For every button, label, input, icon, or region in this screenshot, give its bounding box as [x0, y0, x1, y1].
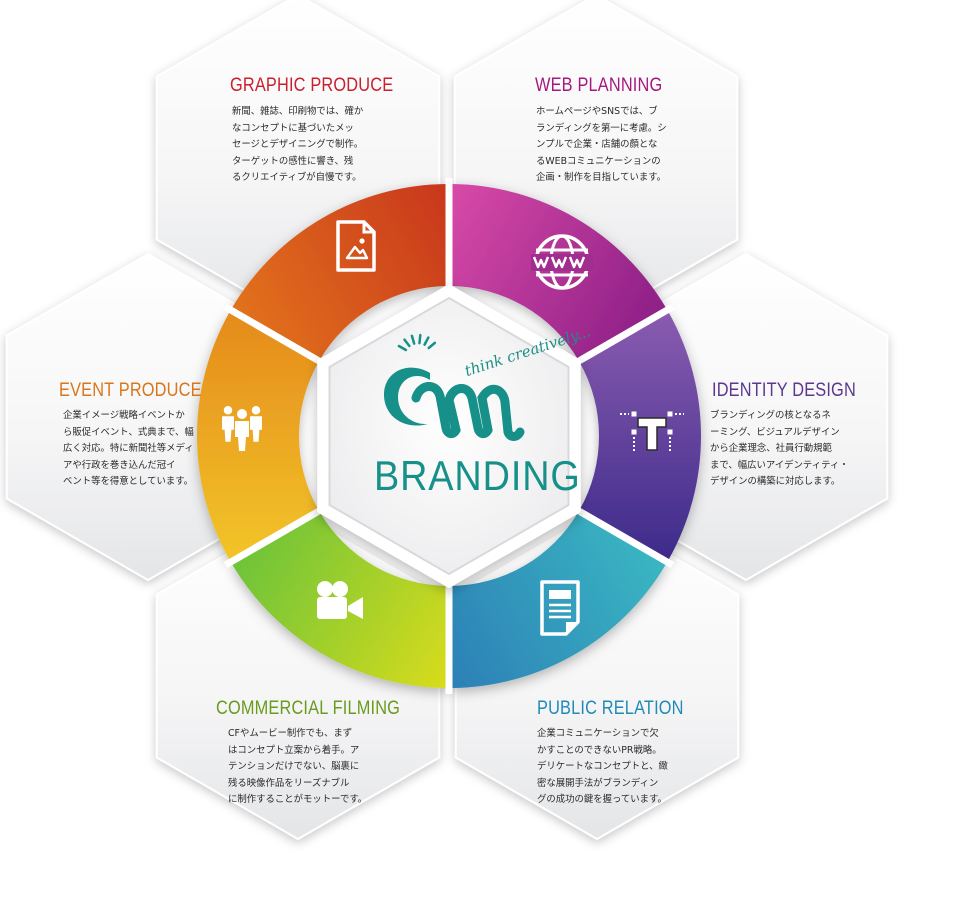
video-camera-icon	[317, 581, 363, 619]
web-planning-title: WEB PLANNING	[535, 75, 663, 96]
cm-logo	[383, 333, 525, 441]
graphic-produce-ring-segment	[232, 184, 448, 360]
commercial-filming-title: COMMERCIAL FILMING	[216, 698, 401, 719]
graphic-produce-title: GRAPHIC PRODUCE	[230, 75, 394, 96]
ring-separator	[223, 505, 325, 569]
public-relation-title: PUBLIC RELATION	[537, 698, 684, 719]
commercial-filming-text: CFやムービー制作でも、まずはコンセプト立案から着手。アテンションだけでない、脳…	[228, 728, 368, 805]
identity-design-title: IDENTITY DESIGN	[712, 380, 856, 401]
event-produce-title: EVENT PRODUCE	[59, 380, 202, 401]
web-planning-ring-segment	[450, 184, 666, 360]
web-planning-text: ホームページやSNSでは、ブランディングを第一に考慮。シンプルで企業・店舗の顔と…	[536, 106, 667, 183]
center-hexagon	[317, 284, 581, 588]
identity-design-ring-segment	[579, 312, 701, 560]
www-globe-icon	[531, 234, 593, 290]
ring-separator	[223, 303, 325, 367]
graphic-produce-text: 新聞、雑誌、印刷物では、確かなコンセプトに基づいたメッセージとデザイニングで制作…	[232, 106, 364, 183]
people-group-icon	[222, 406, 262, 451]
segment-icons	[222, 220, 684, 636]
ring-separator	[573, 303, 675, 367]
public-relation-ring-segment	[450, 512, 666, 688]
identity-design-text: ブランディングの核となるネーミング、ビジュアルデザインから企業理念、社員行動規範…	[710, 410, 849, 487]
ring-separator	[573, 505, 675, 569]
document-text-icon	[540, 580, 580, 636]
document-image-icon	[336, 220, 376, 272]
event-produce-text: 企業イメージ戦略イベントから販促イベント、式典まで、幅広く対応。特に新聞社等メデ…	[63, 410, 194, 487]
type-tool-icon	[620, 411, 684, 452]
public-relation-text: 企業コミュニケーションで欠かすことのできないPR戦略。デリケートなコンセプトと、…	[537, 728, 668, 805]
brand-title: BRANDING	[374, 452, 581, 499]
